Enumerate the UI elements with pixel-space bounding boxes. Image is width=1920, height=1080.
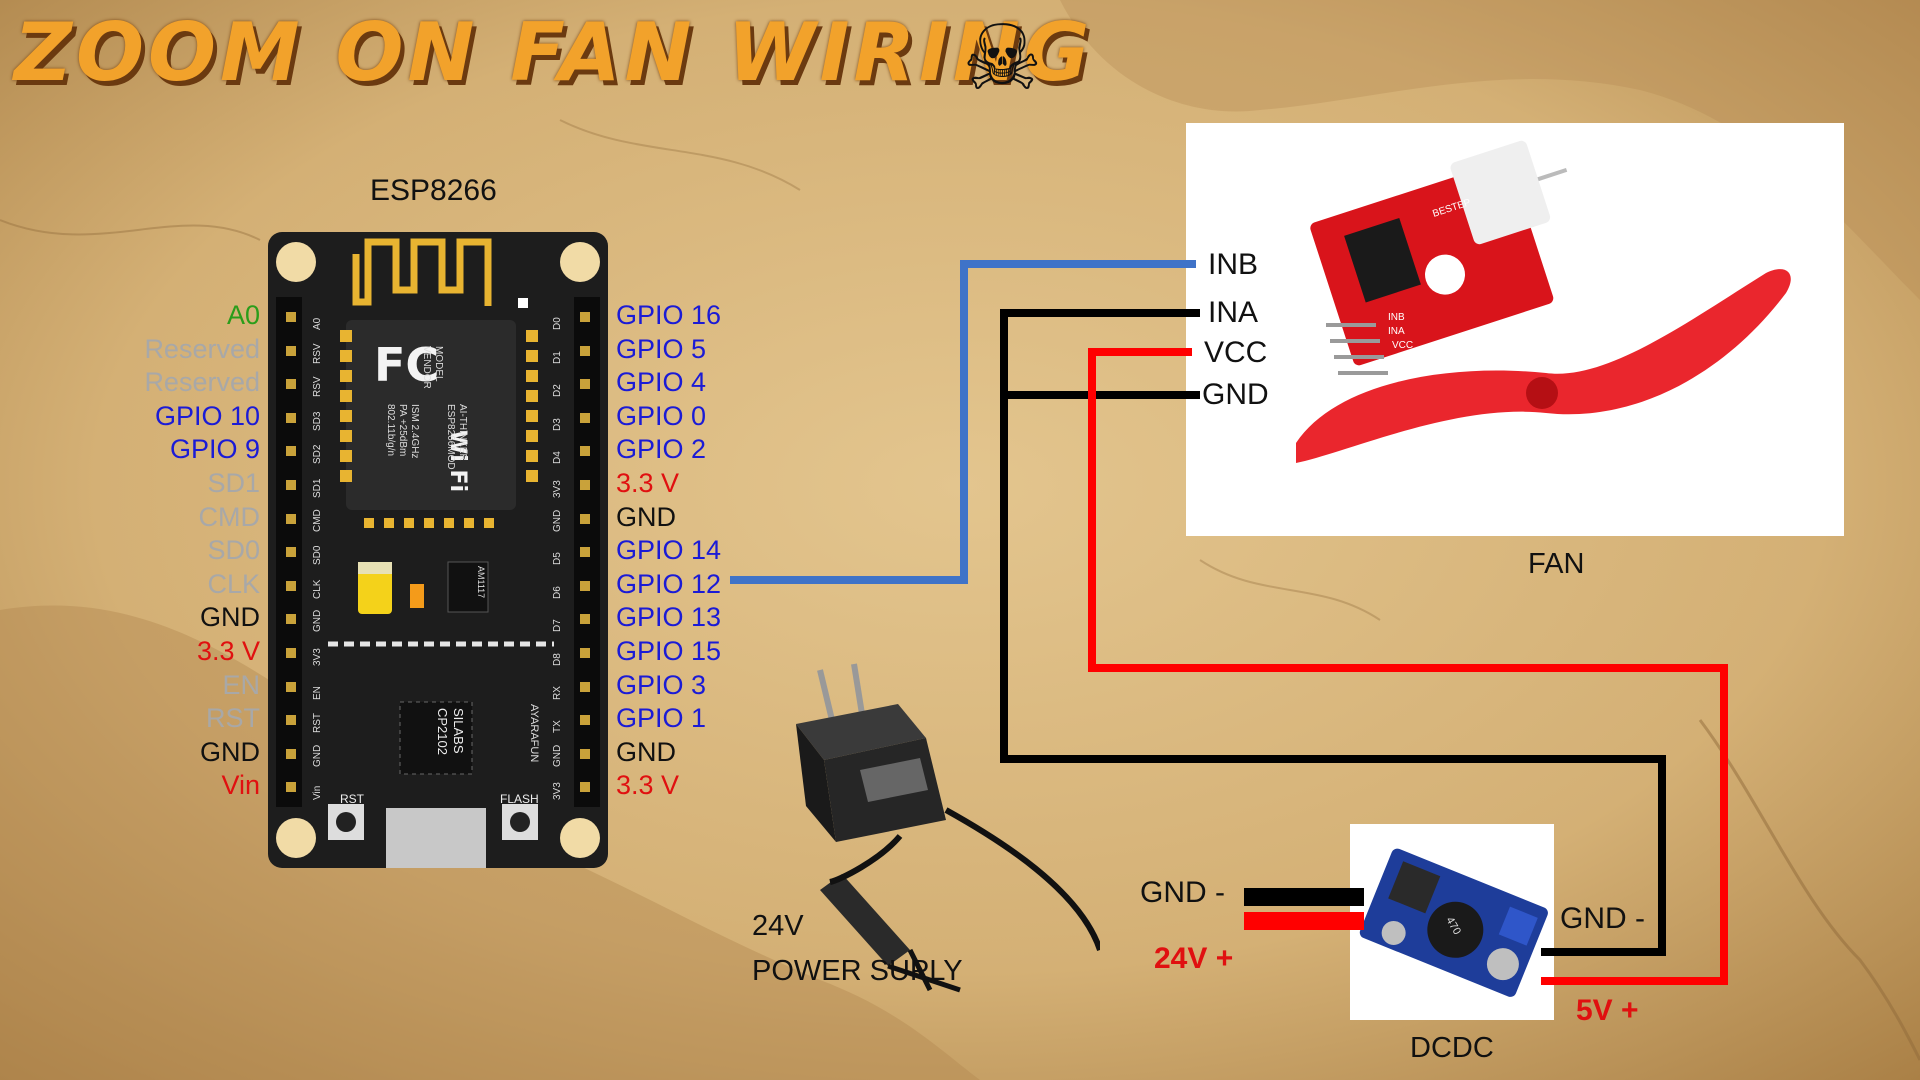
- fan-pin-ina: INA: [1208, 296, 1259, 329]
- fan-pin-vcc: VCC: [1204, 336, 1268, 369]
- header-pin: [286, 379, 296, 390]
- right-pin-label: GPIO 16: [616, 300, 722, 330]
- header-pin: [580, 345, 590, 356]
- fan-board-gnd: GND: [1396, 354, 1419, 365]
- fan-module-graphic: [1296, 140, 1791, 463]
- header-pin: [580, 480, 590, 490]
- dcdc-in-pos-label: 24V +: [1154, 942, 1234, 975]
- fan-pin-inb: INB: [1208, 248, 1259, 281]
- header-pin: [580, 715, 590, 726]
- right-pin-label: GPIO 1: [616, 703, 707, 734]
- header-pin: [286, 412, 296, 423]
- left-pin-label: 3.3 V: [196, 636, 260, 666]
- dcdc-out-gnd-label: GND -: [1560, 902, 1645, 935]
- rst-button-label: RST: [340, 792, 364, 806]
- right-pin-label: GPIO 2: [616, 434, 707, 465]
- header-pin: [286, 580, 296, 591]
- header-pin: [286, 748, 296, 759]
- left-pin-label: SD0: [207, 535, 260, 566]
- header-pin: [580, 681, 590, 692]
- header-pin: [580, 580, 590, 591]
- header-pin: [580, 782, 590, 793]
- left-pin-label: Reserved: [144, 367, 260, 398]
- wire-dcdc-in-gnd: [1244, 888, 1364, 906]
- header-pin: [286, 648, 296, 658]
- header-pin: [286, 513, 296, 524]
- right-pin-label: 3.3 V: [616, 770, 680, 801]
- right-pin-label: GPIO 0: [616, 400, 707, 431]
- right-pin-label: GND: [616, 736, 676, 767]
- wire-ina: [1000, 309, 1666, 956]
- dcdc-in-gnd-label: GND -: [1140, 876, 1225, 909]
- left-pin-label: SD1: [207, 468, 260, 498]
- header-pin: [286, 312, 296, 322]
- page-title: ZOOM ON FAN WIRING: [14, 6, 1094, 99]
- fan-board-inb: INB: [1388, 312, 1405, 323]
- right-pin-label: GPIO 3: [616, 669, 707, 700]
- left-pin-label: Reserved: [144, 333, 260, 364]
- header-pin: [580, 312, 590, 322]
- left-pin-label: GPIO 9: [169, 434, 260, 465]
- fan-board-vcc: VCC: [1392, 340, 1414, 351]
- left-pin-label: RST: [206, 703, 260, 734]
- left-pin-label: EN: [222, 669, 260, 700]
- header-pin: [580, 614, 590, 625]
- header-pin: [580, 513, 590, 524]
- power-supply-caption-line1: 24V: [752, 910, 804, 942]
- power-supply-graphic: [796, 663, 1100, 993]
- header-pin: [286, 446, 296, 457]
- right-pin-label: GPIO 12: [616, 568, 722, 599]
- flash-button-label: FLASH: [500, 792, 539, 806]
- header-pin: [286, 782, 296, 793]
- left-pin-label: A0: [226, 300, 260, 330]
- fc-mark: FC: [374, 338, 440, 392]
- header-pin: [580, 446, 590, 457]
- right-pin-label: GPIO 4: [616, 367, 707, 398]
- right-pin-label: GPIO 15: [616, 636, 722, 666]
- fan-photo: [1186, 123, 1844, 536]
- dcdc-out-pos-label: 5V +: [1576, 994, 1639, 1027]
- right-pin-label: GND: [616, 501, 676, 532]
- dcdc-caption: DCDC: [1410, 1032, 1494, 1064]
- header-pin: [286, 681, 296, 692]
- board-caption: ESP8266: [370, 174, 497, 207]
- header-pin: [580, 379, 590, 390]
- left-pin-label: CLK: [207, 568, 260, 599]
- header-pin: [286, 547, 296, 558]
- fan-pin-gnd: GND: [1202, 378, 1269, 411]
- header-pin: [580, 648, 590, 658]
- power-supply-caption-line2: POWER SUPLY: [752, 955, 963, 987]
- left-pin-label: GND: [200, 736, 260, 767]
- header-pin: [286, 345, 296, 356]
- dcdc-module-graphic: [1359, 848, 1548, 997]
- fan-board-ina: INA: [1388, 326, 1405, 337]
- right-pin-label: GPIO 13: [616, 602, 722, 633]
- header-pin: [580, 748, 590, 759]
- wire-dcdc-in-pos: [1244, 912, 1364, 930]
- right-pin-label: GPIO 5: [616, 333, 707, 364]
- header-pin: [286, 614, 296, 625]
- header-pin: [580, 412, 590, 423]
- header-pin: [580, 547, 590, 558]
- fan-caption: FAN: [1528, 548, 1585, 580]
- dcdc-photo: [1350, 824, 1554, 1020]
- left-pin-label: GPIO 10: [154, 400, 260, 431]
- skull-icon: ☠: [962, 6, 1043, 111]
- left-pin-label: GND: [200, 602, 260, 633]
- left-pin-label: Vin: [221, 770, 260, 801]
- left-pin-label: CMD: [198, 501, 261, 532]
- right-pin-label: GPIO 14: [616, 535, 722, 566]
- header-pin: [286, 480, 296, 490]
- wire-vcc: [1088, 348, 1728, 985]
- header-pin: [286, 715, 296, 726]
- wire-inb: [730, 260, 1196, 584]
- right-pin-label: 3.3 V: [616, 468, 680, 498]
